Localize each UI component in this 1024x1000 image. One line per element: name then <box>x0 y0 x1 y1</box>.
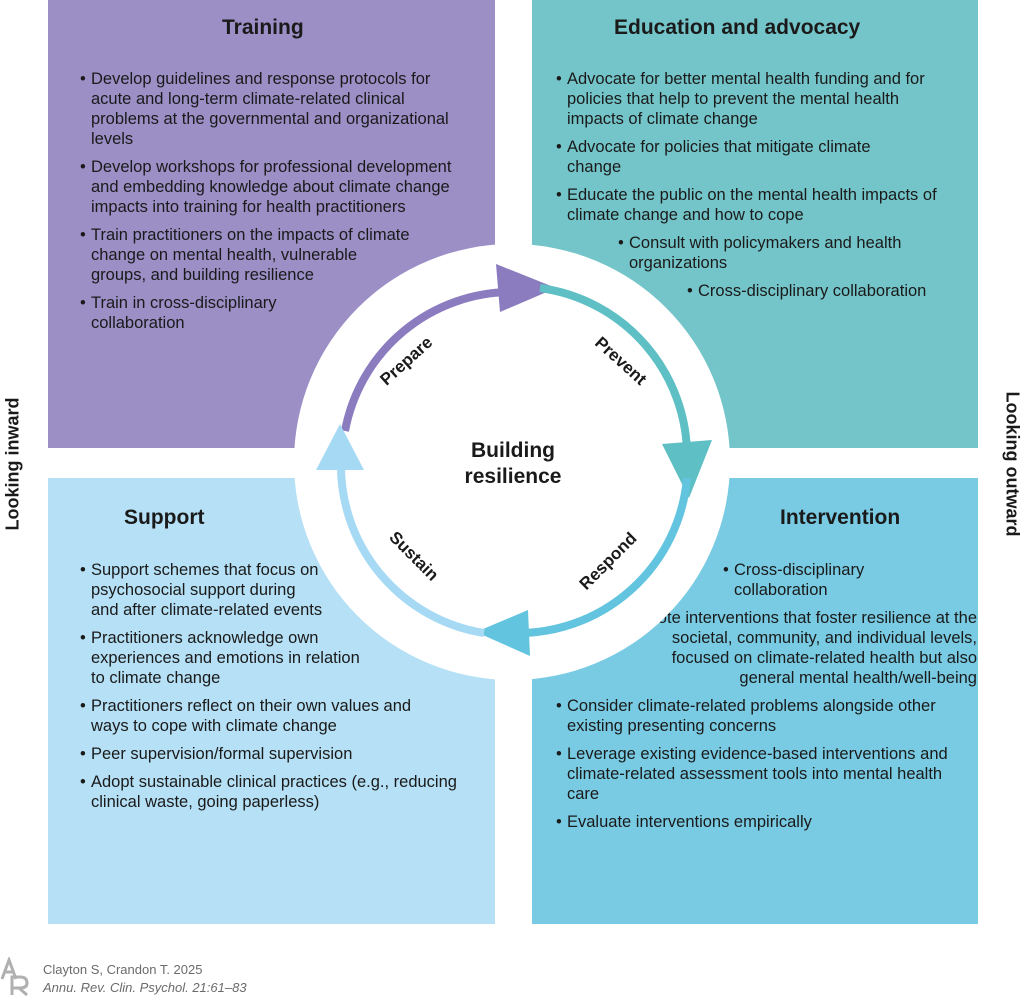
education-advocacy-list: Advocate for better mental health fundin… <box>556 69 956 309</box>
credit-citation: Annu. Rev. Clin. Psychol. 21:61–83 <box>43 980 247 995</box>
respond-arrow-head <box>476 610 530 656</box>
list-item: Practitioners reflect on their own value… <box>80 696 441 736</box>
list-item: Develop guidelines and response protocol… <box>80 69 460 149</box>
sustain-arrow-head <box>316 424 364 470</box>
list-item: Educate the public on the mental health … <box>556 185 947 225</box>
sustain-arrow-arc <box>336 459 485 637</box>
prepare-arrow-head <box>496 264 556 312</box>
list-item: Develop workshops for professional devel… <box>80 157 460 217</box>
training-title: Training <box>222 16 304 39</box>
list-item: Train in cross-disciplinary collaboratio… <box>80 293 323 333</box>
list-item: Adopt sustainable clinical practices (e.… <box>80 772 471 812</box>
center-label: Building resilience <box>413 438 613 490</box>
annual-reviews-logo-icon <box>0 957 30 997</box>
list-item: Train practitioners on the impacts of cl… <box>80 225 413 285</box>
list-item: Leverage existing evidence-based interve… <box>556 744 957 804</box>
support-list: Support schemes that focus on psychosoci… <box>80 560 465 820</box>
cycle-background-circle <box>294 244 730 680</box>
list-item: Peer supervision/formal supervision <box>80 744 465 764</box>
prepare-arrow-arc <box>341 288 513 432</box>
respond-arrow-arc <box>511 477 691 638</box>
list-item: Promote interventions that foster resili… <box>606 608 977 688</box>
center-label-line1: Building <box>471 439 555 462</box>
center-label-line2: resilience <box>464 465 562 488</box>
list-item: Consider climate-related problems alongs… <box>556 696 957 736</box>
list-item: Cross-disciplinary collaboration <box>687 281 973 301</box>
credit-authors: Clayton S, Crandon T. 2025 <box>43 962 203 977</box>
list-item: Advocate for policies that mitigate clim… <box>556 137 877 177</box>
education-advocacy-title: Education and advocacy <box>614 16 861 39</box>
prevent-arrow-arc <box>539 284 692 461</box>
intervention-title: Intervention <box>780 506 901 529</box>
support-title: Support <box>124 506 205 529</box>
list-item: Cross-disciplinary collaboration <box>723 560 904 600</box>
list-item: Support schemes that focus on psychosoci… <box>80 560 326 620</box>
list-item: Consult with policymakers and health org… <box>618 233 959 273</box>
list-item: Advocate for better mental health fundin… <box>556 69 937 129</box>
list-item: Evaluate interventions empirically <box>556 812 956 832</box>
intervention-list: Cross-disciplinary collaboration Promote… <box>556 560 977 840</box>
training-list: Develop guidelines and response protocol… <box>80 69 460 341</box>
list-item: Practitioners acknowledge own experience… <box>80 628 361 688</box>
prevent-arrow-head <box>662 440 712 498</box>
